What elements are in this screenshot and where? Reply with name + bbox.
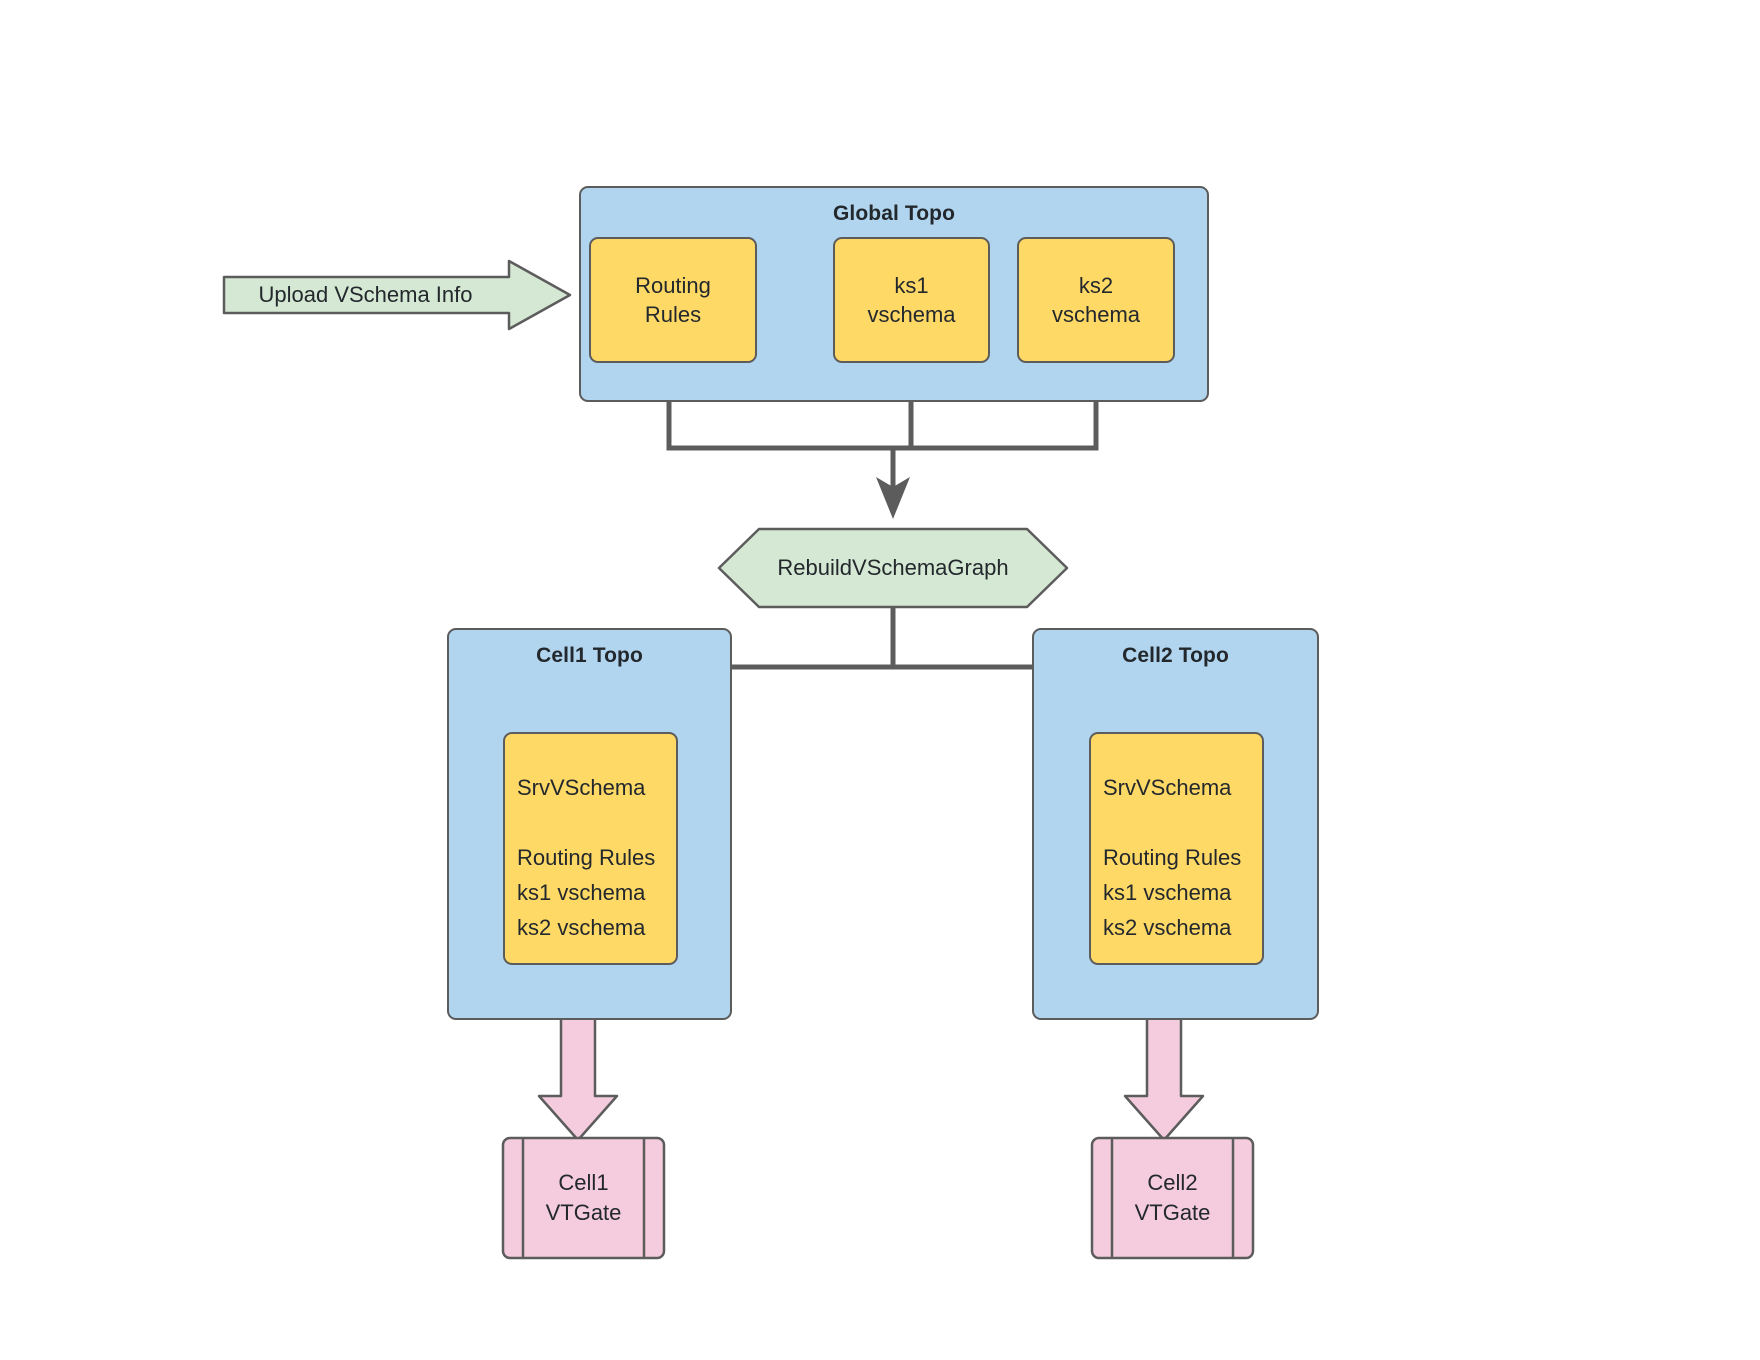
cell2-topo-title: Cell2 Topo — [1122, 644, 1229, 667]
global-node-routing-rules-label: Routing Rules — [635, 273, 711, 327]
cell1-topo-title: Cell1 Topo — [536, 644, 643, 667]
cell1-srvvschema-label: SrvVSchema Routing Rules ks1 vschema ks2… — [517, 775, 656, 940]
cell1-vtgate-node[interactable]: Cell1 VTGate — [501, 1136, 666, 1260]
cell1-vtgate-label: Cell1 VTGate — [545, 1170, 622, 1225]
upload-vschema-arrow-label: Upload VSchema Info — [258, 282, 473, 307]
cell2-srvvschema-label: SrvVSchema Routing Rules ks1 vschema ks2… — [1103, 775, 1242, 940]
cell2-srvvschema-node[interactable]: SrvVSchema Routing Rules ks1 vschema ks2… — [1089, 732, 1264, 965]
global-node-ks1-vschema-label: ks1 vschema — [867, 273, 956, 327]
global-node-routing-rules[interactable]: Routing Rules — [589, 237, 757, 363]
global-node-ks2-vschema-label: ks2 vschema — [1051, 273, 1141, 327]
rebuild-vschema-graph-label: RebuildVSchemaGraph — [777, 555, 1009, 580]
cell2-vtgate-label: Cell2 VTGate — [1134, 1170, 1211, 1225]
upload-vschema-arrow[interactable]: Upload VSchema Info — [222, 259, 572, 331]
global-node-ks1-vschema[interactable]: ks1 vschema — [833, 237, 990, 363]
rebuild-vschema-graph-process[interactable]: RebuildVSchemaGraph — [717, 527, 1069, 609]
cell2-vtgate-node[interactable]: Cell2 VTGate — [1090, 1136, 1255, 1260]
global-node-ks2-vschema[interactable]: ks2 vschema — [1017, 237, 1175, 363]
cell1-srvvschema-node[interactable]: SrvVSchema Routing Rules ks1 vschema ks2… — [503, 732, 678, 965]
global-topo-title: Global Topo — [832, 202, 956, 225]
